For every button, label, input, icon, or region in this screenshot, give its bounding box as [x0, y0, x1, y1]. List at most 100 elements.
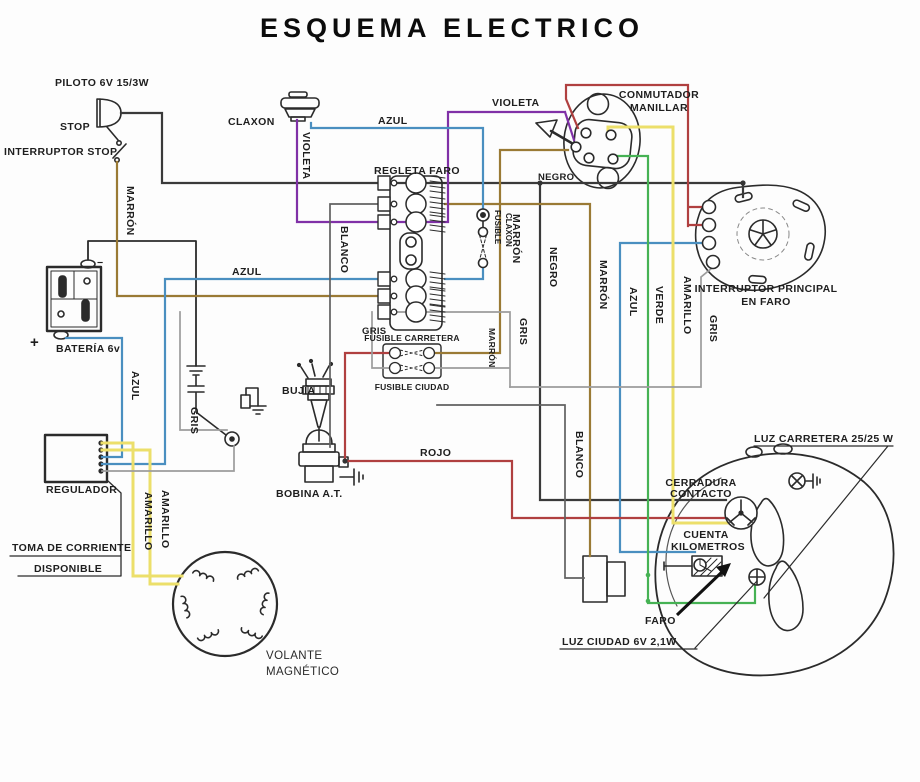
- wire-blanco-regleta: [329, 203, 383, 448]
- wire-gris-interruptor: [509, 266, 714, 388]
- label-gris-v-right: GRIS: [707, 315, 719, 342]
- handlebar-switch-icon: [535, 92, 641, 190]
- label-azul-bateria: AZUL: [129, 371, 141, 401]
- horn-icon: [280, 91, 320, 122]
- wire-negro-main: [119, 111, 745, 199]
- headlamp-terminal-strip: [377, 172, 446, 331]
- flywheel-magneto-icon: [171, 550, 279, 658]
- stop-switch-icon: [106, 126, 127, 164]
- odometer-icon: [663, 555, 723, 577]
- city-fuse-icon: [388, 361, 436, 375]
- label-violeta-claxon: VIOLETA: [300, 132, 312, 180]
- wire-rojo-conmutador: [564, 83, 704, 228]
- label-interruptor-stop: INTERRUPTOR STOP: [4, 146, 117, 158]
- label-luz-ciudad: LUZ CIUDAD 6V 2,1W: [562, 636, 677, 648]
- label-fusible-claxon-2: CLAXON: [504, 213, 513, 247]
- power-outlet-lines: [9, 480, 122, 577]
- label-blanco-regleta: BLANCO: [338, 226, 350, 273]
- label-marron-2: MARRÓN: [510, 214, 523, 264]
- pilot-lamp-icon: [96, 98, 128, 128]
- wire-violeta: [295, 110, 576, 224]
- wire-amarillo-cerradura: [606, 125, 737, 525]
- wire-azul-cuenta: [618, 241, 705, 554]
- label-gris-v-mid: GRIS: [517, 318, 529, 345]
- label-cerradura-2: CONTACTO: [670, 488, 732, 500]
- main-switch-contacts: [701, 199, 721, 270]
- high-beam-bulb-icon: [788, 472, 821, 490]
- ignition-lock-icon: [724, 496, 758, 530]
- label-violeta-top: VIOLETA: [492, 97, 540, 109]
- label-blanco-faro: BLANCO: [573, 431, 585, 478]
- wire-amarillo-regulador-1: [100, 441, 184, 578]
- road-fuse-icon: [388, 346, 436, 360]
- city-light-bulb-icon: [748, 568, 766, 586]
- label-conmutador-2: MANILLAR: [630, 102, 688, 114]
- handlebar-switch-contacts: [570, 127, 619, 165]
- wire-blanco-faro: [436, 404, 585, 579]
- label-amarillo-v: AMARILLO: [681, 276, 693, 335]
- label-faro: FARO: [645, 615, 676, 627]
- label-disponible: DISPONIBLE: [34, 563, 102, 575]
- horn-fuse-icon: [476, 208, 490, 269]
- label-claxon: CLAXON: [228, 116, 275, 128]
- label-luz-carretera: LUZ CARRETERA 25/25 W: [754, 433, 893, 445]
- main-switch-plate-icon: [694, 184, 826, 292]
- label-cerradura-1: CERRADURA: [665, 477, 736, 489]
- label-fusible-ciudad: FUSIBLE CIUDAD: [375, 382, 450, 392]
- wire-azul-claxon: [309, 121, 485, 281]
- wire-verde: [611, 154, 757, 605]
- label-stop: STOP: [60, 121, 90, 133]
- label-gris-fusible: GRIS: [362, 326, 386, 337]
- wire-rojo-bobina: [343, 351, 726, 520]
- label-azul-top: AZUL: [378, 115, 408, 127]
- label-minus: −: [97, 257, 104, 269]
- wire-marron-faro: [443, 202, 592, 558]
- label-plus: +: [30, 334, 39, 351]
- label-rojo: ROJO: [420, 447, 451, 459]
- points-condenser-icon: [187, 375, 267, 447]
- label-bateria: BATERÍA 6v: [56, 342, 120, 355]
- label-volante-2: MAGNÉTICO: [266, 665, 339, 678]
- label-azul-mid: AZUL: [232, 266, 262, 278]
- battery-icon: [45, 240, 206, 376]
- label-gris-platinos: GRIS: [188, 407, 200, 434]
- label-negro-top: NEGRO: [538, 172, 574, 183]
- label-fusible-claxon-1: FUSIBLE: [493, 210, 502, 245]
- label-regleta-faro: REGLETA FARO: [374, 165, 460, 177]
- label-bobina: BOBINA A.T.: [276, 488, 343, 500]
- spark-plug-icon: [296, 358, 335, 442]
- label-azul-v: AZUL: [627, 287, 639, 317]
- wire-azul-regleta: [100, 277, 384, 466]
- label-marron-stop: MARRÓN: [124, 186, 137, 236]
- label-bujia: BUJÍA: [282, 384, 316, 397]
- wire-azul-bateria: [64, 336, 124, 459]
- label-regulador: REGULADOR: [46, 484, 117, 496]
- junction-dots: [342, 180, 746, 604]
- regulator-icon: [43, 433, 109, 484]
- wire-marron-stop: [115, 160, 386, 298]
- wire-gris-platinos: [101, 311, 235, 472]
- city-light-pointer: [559, 580, 758, 650]
- label-negro-v: NEGRO: [547, 247, 559, 288]
- wire-negro-cerradura: [538, 181, 728, 502]
- label-marron-4: MARRÓN: [487, 328, 498, 367]
- diagram-title: ESQUEMA ELECTRICO: [260, 13, 644, 43]
- label-toma-corriente: TOMA DE CORRIENTE: [12, 542, 131, 554]
- fusebox-icon: [382, 343, 442, 379]
- wire-amarillo-regulador-2: [100, 448, 180, 586]
- label-fusible-carretera: FUSIBLE CARRETERA: [364, 333, 460, 343]
- label-marron-3: MARRÓN: [597, 260, 610, 310]
- label-volante-1: VOLANTE: [266, 650, 322, 662]
- high-beam-pointer: [753, 445, 894, 599]
- label-interruptor-principal-2: EN FARO: [741, 296, 790, 308]
- label-verde-v: VERDE: [653, 286, 665, 324]
- label-cuenta-2: KILOMETROS: [671, 541, 745, 553]
- label-interruptor-principal-1: INTERRUPTOR PRINCIPAL: [695, 283, 838, 295]
- label-amarillo-1: AMARILLO: [142, 492, 154, 551]
- wire-marron-fusible: [433, 148, 570, 355]
- ht-coil-icon: [298, 429, 364, 486]
- label-amarillo-2: AMARILLO: [159, 490, 171, 549]
- label-piloto: PILOTO 6V 15/3W: [55, 77, 149, 89]
